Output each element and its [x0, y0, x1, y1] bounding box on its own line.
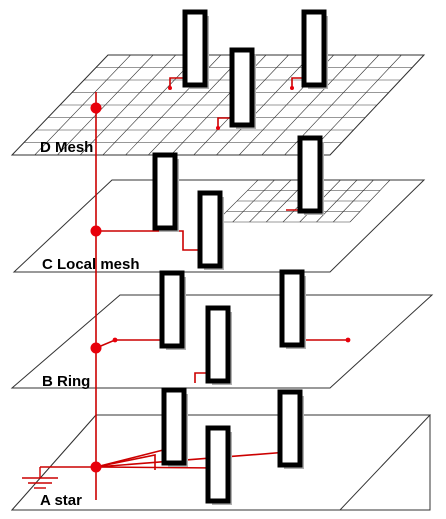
- tower-a-3: [205, 425, 231, 504]
- layer-b-ring-small-node-left: [112, 337, 118, 343]
- layer-c-label: C Local mesh: [42, 256, 140, 273]
- layer-d-arrow-node-1: [168, 86, 172, 90]
- tower-d-3: [229, 47, 255, 128]
- tower-c-2: [297, 135, 323, 214]
- tower-c-1: [152, 152, 178, 231]
- layer-c-node: [90, 225, 102, 237]
- layer-d-wire-2: [169, 77, 186, 88]
- tower-d-2: [301, 9, 327, 88]
- tower-b-1: [159, 270, 185, 349]
- tower-c-3: [197, 190, 223, 269]
- layer-d-arrow-node-2: [290, 86, 294, 90]
- layer-a-star-wire-3: [95, 451, 289, 468]
- layer-d-arrow-node-3: [216, 126, 220, 130]
- layer-d-node: [90, 102, 102, 114]
- layer-d-wire-3: [291, 77, 305, 88]
- ground-icon: [22, 466, 96, 489]
- tower-a-1: [161, 387, 187, 466]
- layer-b-label: B Ring: [42, 373, 90, 390]
- layer-a-node: [90, 461, 102, 473]
- towers-group: [152, 9, 328, 505]
- layer-d-wire-4: [217, 117, 232, 128]
- layer-a-label: A star: [40, 492, 82, 509]
- layer-a-star-wire-2: [95, 466, 219, 469]
- layer-b-ring-wire-3: [194, 372, 210, 383]
- tower-b-3: [205, 305, 231, 384]
- tower-a-2: [277, 389, 303, 468]
- layer-a-star-wire-4: [95, 454, 156, 470]
- layer-d-label: D Mesh: [40, 139, 93, 156]
- layer-b-ring-small-node-right: [345, 337, 351, 343]
- tower-b-2: [279, 269, 305, 348]
- layer-b-node: [90, 342, 102, 354]
- layer-c-wire-1: [96, 230, 205, 251]
- layer-d-mesh: D Mesh: [10, 54, 426, 156]
- tower-d-1: [182, 9, 208, 88]
